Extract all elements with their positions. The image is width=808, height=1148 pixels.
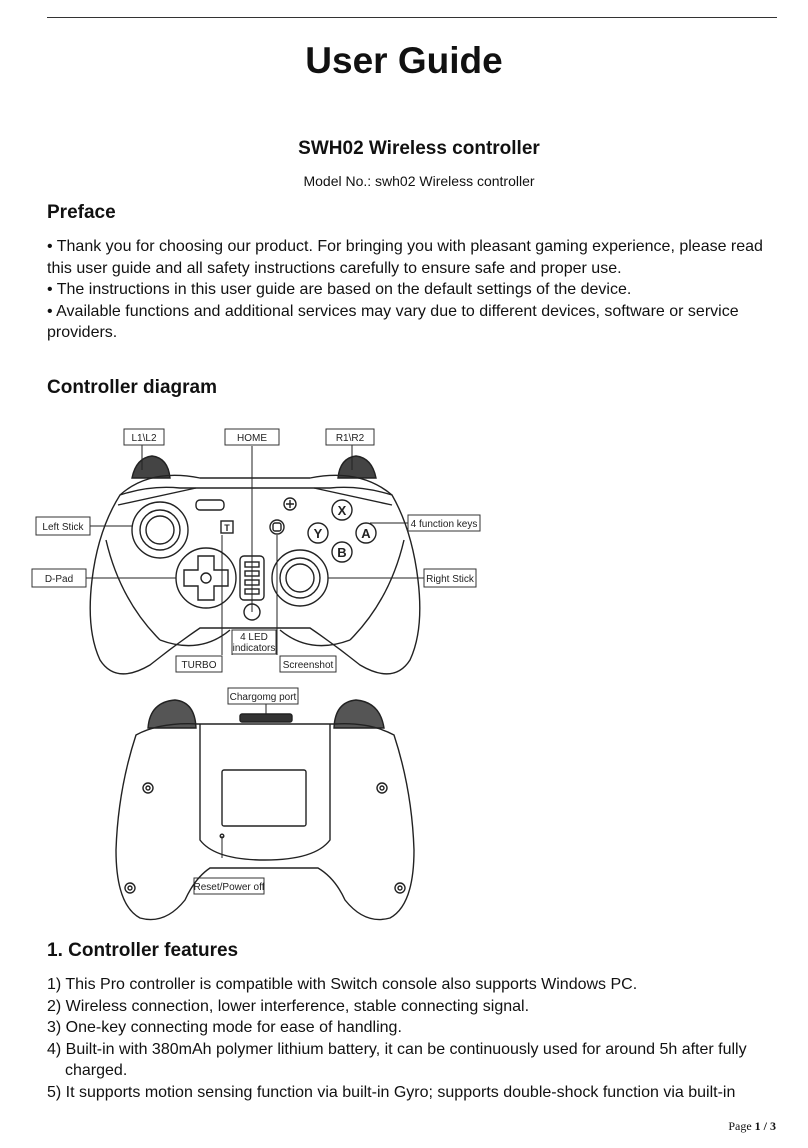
preface-item: • Thank you for choosing our product. Fo… (47, 238, 763, 277)
controller-diagram: X Y A B T L1\L2 HOME R1\R2 (31, 428, 481, 921)
features-heading: 1. Controller features (47, 940, 239, 961)
y-button (307, 522, 329, 544)
back-right-trigger (333, 699, 385, 729)
model-number: Model No.: swh02 Wireless controller (303, 173, 535, 189)
a-button (355, 522, 377, 544)
header-rule (47, 17, 777, 18)
list-item: 3) One-key connecting mode for ease of h… (47, 1019, 402, 1036)
led-indicators-label-line2: indicators (233, 643, 276, 654)
l1l2-label: L1\L2 (131, 433, 156, 444)
controller-back-body (115, 723, 415, 921)
list-item: 1) This Pro controller is compatible wit… (47, 976, 638, 993)
led-indicators-label-line1: 4 LED (240, 632, 268, 643)
y-button-label: Y (314, 526, 323, 541)
document-subtitle: SWH02 Wireless controller (298, 138, 540, 159)
list-item: 5) It supports motion sensing function v… (47, 1083, 736, 1101)
features-list: 1) This Pro controller is compatible wit… (47, 974, 782, 1103)
list-item: 4) Built-in with 380mAh polymer lithium … (47, 1040, 747, 1080)
plus-button (283, 497, 297, 511)
right-trigger (337, 455, 377, 479)
page-number: Page 1 / 3 (728, 1119, 776, 1133)
charging-port-label: Chargomg port (230, 692, 297, 703)
charging-port (239, 713, 293, 723)
a-button-label: A (361, 526, 371, 541)
turbo-button (220, 520, 234, 534)
preface-heading: Preface (47, 202, 116, 223)
reset-power-label: Reset/Power off (194, 882, 265, 893)
x-button (331, 499, 353, 521)
home-label: HOME (237, 433, 267, 444)
b-button-label: B (337, 545, 346, 560)
dpad-label: D-Pad (45, 574, 73, 585)
x-button-label: X (338, 503, 347, 518)
t-button-label: T (224, 523, 230, 533)
controller-front-body (89, 486, 421, 675)
r1r2-label: R1\R2 (336, 433, 365, 444)
right-stick-label: Right Stick (426, 574, 475, 585)
preface-item: • The instructions in this user guide ar… (47, 281, 632, 298)
preface-body: • Thank you for choosing our product. Fo… (47, 236, 782, 344)
left-stick (131, 501, 189, 559)
turbo-label: TURBO (182, 660, 217, 671)
list-item: 2) Wireless connection, lower interferen… (47, 997, 530, 1015)
screenshot-label: Screenshot (283, 660, 334, 671)
b-button (331, 541, 353, 563)
diagram-heading: Controller diagram (47, 377, 217, 398)
back-panel (221, 769, 307, 827)
document-title: User Guide (305, 40, 503, 81)
function-keys-label: 4 function keys (411, 519, 478, 530)
preface-item: • Available functions and additional ser… (47, 302, 739, 342)
dpad (183, 555, 229, 601)
left-trigger (131, 455, 171, 479)
back-left-trigger (147, 699, 197, 729)
screenshot-button (269, 519, 285, 535)
left-stick-label: Left Stick (42, 522, 84, 533)
reset-hole (219, 833, 225, 839)
